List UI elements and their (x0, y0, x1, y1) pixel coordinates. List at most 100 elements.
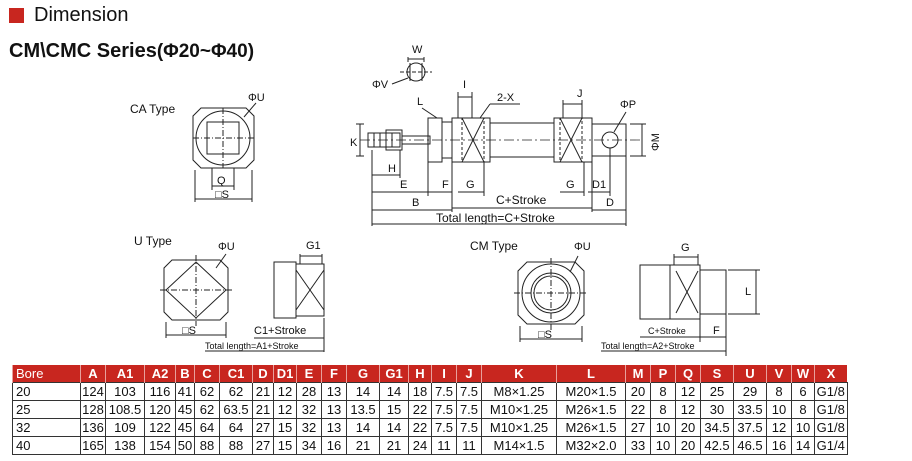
table-cell: 14 (346, 382, 380, 401)
w-label: W (412, 44, 423, 56)
table-cell: 13 (321, 418, 347, 437)
col-header: V (766, 365, 792, 383)
table-cell: 50 (175, 436, 195, 455)
table-cell: 15 (379, 400, 409, 419)
k-label: K (350, 137, 358, 149)
table-cell: 24 (408, 436, 432, 455)
table-cell: 20 (675, 436, 701, 455)
table-cell: 14 (791, 436, 815, 455)
table-cell: 40 (12, 436, 81, 455)
j-label: J (577, 88, 583, 100)
col-header: X (814, 365, 847, 383)
table-cell: 7.5 (431, 418, 457, 437)
table-cell: 13 (321, 382, 347, 401)
table-cell: 32 (296, 418, 322, 437)
table-cell: 62 (219, 382, 253, 401)
ca-hex-body (192, 107, 255, 169)
g-main-label: G (466, 179, 475, 191)
u-hex-body (163, 259, 229, 321)
table-cell: 21 (252, 382, 274, 401)
l-cm-label: L (745, 286, 751, 298)
b-label: B (412, 197, 419, 209)
table-cell: 10 (650, 436, 676, 455)
table-cell: 108.5 (105, 400, 145, 419)
table-cell: 25 (700, 382, 734, 401)
table-cell: 42.5 (700, 436, 734, 455)
table-cell: 8 (650, 382, 676, 401)
l-top-label: L (417, 96, 423, 108)
g1-label: G1 (306, 240, 321, 252)
table-cell: 11 (456, 436, 482, 455)
total-c-label: Total length=C+Stroke (436, 211, 555, 225)
table-cell: 120 (144, 400, 176, 419)
table-cell: 8 (650, 400, 676, 419)
table-cell: 27 (625, 418, 651, 437)
col-header: D (252, 365, 274, 383)
table-cell: 14 (379, 382, 409, 401)
table-cell: 34 (296, 436, 322, 455)
table-cell: 122 (144, 418, 176, 437)
table-cell: 88 (194, 436, 220, 455)
table-cell: 7.5 (431, 400, 457, 419)
table-cell: 27 (252, 418, 274, 437)
col-header: I (431, 365, 457, 383)
table-cell: 18 (408, 382, 432, 401)
c-stroke-label: C+Stroke (496, 193, 547, 207)
table-cell: 20 (675, 418, 701, 437)
col-header: B (175, 365, 195, 383)
cm-s-label: □S (538, 329, 552, 341)
table-cell: 33 (625, 436, 651, 455)
col-header: F (321, 365, 347, 383)
table-cell: 12 (675, 400, 701, 419)
series-title: CM\CMC Series(Φ20~Φ40) (9, 40, 254, 63)
col-header: G1 (379, 365, 409, 383)
cm-side-cover (669, 264, 701, 320)
g2-label: G (566, 179, 575, 191)
cm-side-body (639, 264, 671, 320)
table-header-row: Bore A A1 A2 B C C1 D D1 E F G G1 H I J … (12, 365, 847, 383)
col-header: W (791, 365, 815, 383)
cm-side-thread (699, 269, 727, 315)
col-header: H (408, 365, 432, 383)
table-cell: 14 (346, 418, 380, 437)
col-header: M (625, 365, 651, 383)
table-cell: M26×1.5 (556, 400, 626, 419)
ca-phi-u-label: ΦU (248, 92, 265, 104)
table-cell: 11 (431, 436, 457, 455)
table-cell: 21 (346, 436, 380, 455)
table-cell: 88 (219, 436, 253, 455)
cm-phi-u-label: ΦU (574, 241, 591, 253)
table-cell: 22 (408, 400, 432, 419)
table-cell: 41 (175, 382, 195, 401)
table-cell: 29 (733, 382, 767, 401)
cm-type-view: CM Type ΦU □S G L C+Stroke F Total lengt… (470, 239, 760, 356)
u-type-label: U Type (134, 234, 172, 248)
table-cell: 16 (766, 436, 792, 455)
u-type-view: U Type ΦU □S G1 C1+Stroke Total length=A… (134, 234, 325, 352)
u-s-label: □S (182, 325, 196, 337)
table-cell: 37.5 (733, 418, 767, 437)
col-header: Bore (12, 365, 81, 383)
table-cell: 13 (321, 400, 347, 419)
table-cell: 154 (144, 436, 176, 455)
table-cell: 64 (219, 418, 253, 437)
table-cell: 8 (766, 382, 792, 401)
table-cell: M14×1.5 (481, 436, 557, 455)
table-cell: 15 (273, 418, 297, 437)
c1-stroke-label: C1+Stroke (254, 325, 306, 337)
col-header: S (700, 365, 734, 383)
cm-hex-body (517, 261, 585, 325)
table-cell: 7.5 (431, 382, 457, 401)
d1-label: D1 (592, 179, 606, 191)
col-header: A (80, 365, 106, 383)
table-cell: M26×1.5 (556, 418, 626, 437)
table-cell: 165 (80, 436, 106, 455)
u-side-port (295, 263, 325, 317)
phi-v-label: ΦV (372, 79, 389, 91)
ca-type-view: CA Type ΦU Q □S (130, 92, 265, 202)
